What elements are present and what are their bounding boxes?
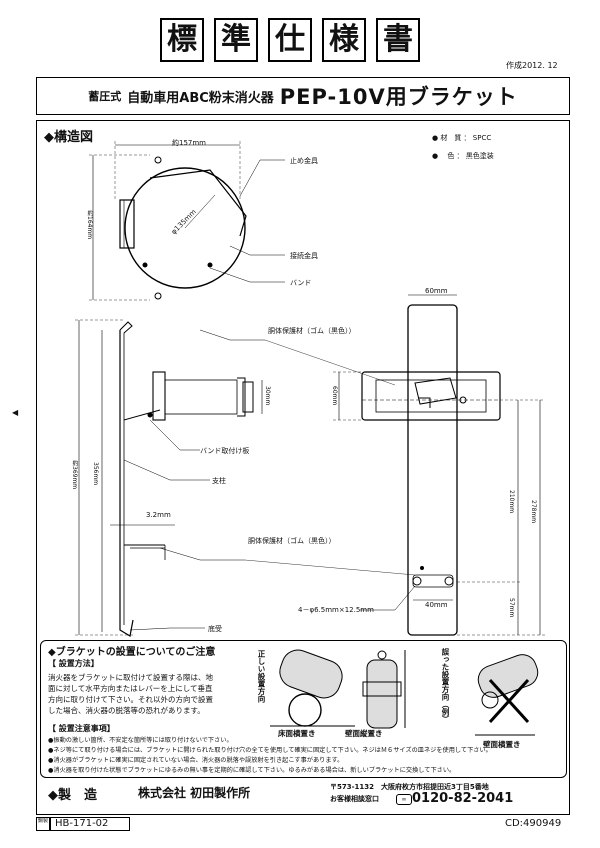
title-char: 準 bbox=[214, 18, 258, 62]
notes-heading: 【 設置注意事項】 bbox=[48, 724, 115, 733]
dim-60-height: 60mm bbox=[331, 386, 338, 406]
footer-cd: CD:490949 bbox=[505, 818, 562, 829]
install-notes-box bbox=[40, 640, 567, 778]
method-text: 消火器をブラケットに取付けて設置する際は、地 面に対して水平方向またはレバーを上… bbox=[48, 673, 213, 715]
dim-3-2: 3.2mm bbox=[146, 511, 171, 519]
dim-width-157: 約157mm bbox=[172, 139, 206, 147]
creation-date: 作成2012. 12 bbox=[506, 61, 558, 70]
dim-57: 57mm bbox=[508, 598, 515, 618]
caption-wall-horizontal: 壁面横置き bbox=[483, 740, 521, 749]
install-title: ◆ブラケットの設置についてのご注意 bbox=[48, 647, 216, 658]
method-heading: 【 設置方法】 bbox=[48, 659, 99, 668]
dim-height-164: 約164mm bbox=[86, 210, 93, 240]
dim-356: 356mm bbox=[92, 462, 99, 486]
page-marker-icon: ◀ bbox=[12, 408, 19, 417]
free-dial-icon: ∞ bbox=[396, 794, 412, 805]
label-band: バンド bbox=[290, 279, 312, 287]
title-char: 様 bbox=[322, 18, 366, 62]
note-item: ●消火器を取り付けた状態でブラケットにゆるみの無い事を定期的に確認して下さい。ゆ… bbox=[48, 767, 456, 774]
main-frame bbox=[36, 120, 570, 815]
dim-30: 30mm bbox=[264, 386, 271, 406]
label-post: 支柱 bbox=[212, 477, 226, 485]
wrong-direction-label: 誤った設置方向（例） bbox=[441, 648, 450, 723]
label-base: 底受 bbox=[208, 625, 222, 633]
spec-color: ● 色 ： 黒色塗装 bbox=[432, 152, 494, 160]
structure-title: ◆構造図 bbox=[44, 130, 93, 145]
spec-material: ● 材 質 ： SPCC bbox=[432, 134, 492, 142]
caption-wall-vertical: 壁面縦置き bbox=[345, 729, 383, 738]
title-char: 標 bbox=[160, 18, 204, 62]
subtitle-prefix: 蓄圧式 bbox=[88, 90, 122, 103]
label-band-plate: バンド取付け板 bbox=[200, 447, 250, 455]
label-rubber-2: 胴体保護材（ゴム（黒色）） bbox=[248, 537, 336, 545]
label-rubber-1: 胴体保護材（ゴム（黒色）） bbox=[268, 327, 356, 335]
note-item: ●消火器がブラケットに確実に固定されていない場合、消火器の脱落や誤放射を引き起こ… bbox=[48, 757, 344, 764]
phone-number: 0120-82-2041 bbox=[412, 791, 514, 806]
label-holes: 4－φ6.5mm×12.5mm bbox=[298, 606, 374, 614]
company-name: 株式会社 初田製作所 bbox=[138, 786, 251, 800]
contact-label: お客様相談窓口 bbox=[330, 795, 379, 803]
manufacturer-label: ◆製 造 bbox=[48, 788, 97, 803]
footer-code: HB-171-02 bbox=[50, 817, 130, 831]
company-address: 〒573-1132 大阪府枚方市招提田近3丁目5番地 bbox=[330, 783, 489, 791]
dim-40: 40mm bbox=[425, 601, 448, 609]
dim-210: 210mm bbox=[508, 490, 515, 514]
label-connector: 接続金具 bbox=[290, 252, 318, 260]
caption-floor: 床面横置き bbox=[278, 729, 316, 738]
note-item: ●ネジ等にて取り付ける場合には、ブラケットに開けられた取り付け穴の全てを使用して… bbox=[48, 747, 492, 754]
subtitle-product: PEP-10V用ブラケット bbox=[279, 85, 518, 109]
subtitle-box: 蓄圧式 自動車用ABC粉末消火器 PEP-10V用ブラケット bbox=[36, 77, 570, 115]
subtitle-main: 自動車用ABC粉末消火器 bbox=[127, 90, 274, 106]
footer-kind: 鋼製 bbox=[36, 817, 50, 831]
label-stop-fitting: 止め金具 bbox=[290, 157, 318, 165]
note-item: ●振動の激しい箇所、不安定な箇所等には取り付けないで下さい。 bbox=[48, 737, 233, 744]
correct-direction-label: 正しい設置方向 bbox=[257, 650, 266, 703]
dim-60-width: 60mm bbox=[425, 287, 448, 295]
title-char: 仕 bbox=[268, 18, 312, 62]
dim-278: 278mm bbox=[530, 500, 537, 524]
dim-369: 約369mm bbox=[71, 460, 78, 490]
title-char: 書 bbox=[376, 18, 420, 62]
